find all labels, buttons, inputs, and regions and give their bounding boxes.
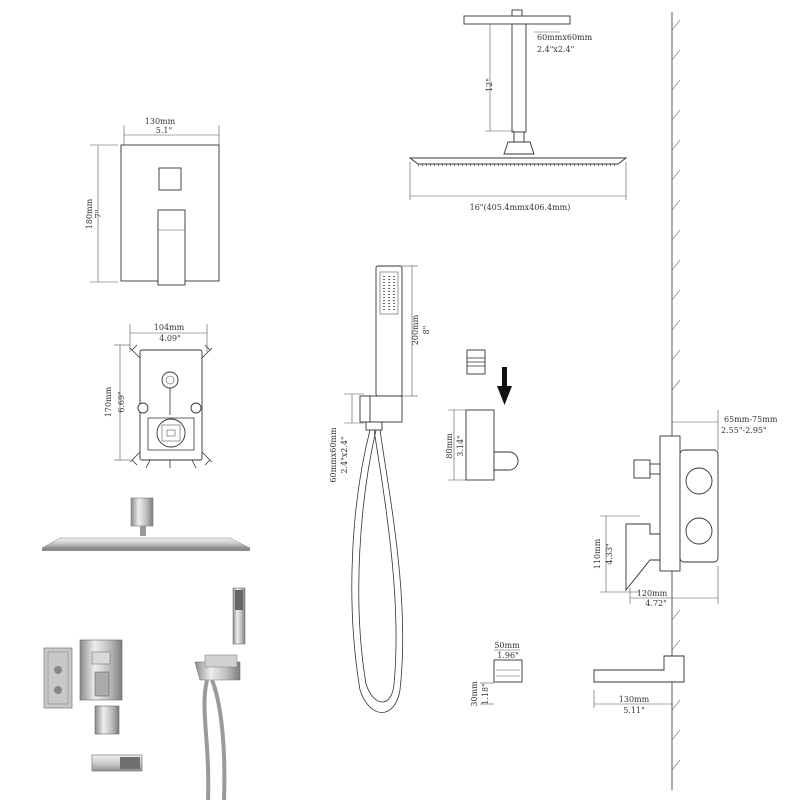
lever-handle	[157, 209, 186, 286]
diverter-knob-side	[633, 459, 651, 479]
trim-width-mm: 130mm	[145, 117, 176, 126]
elbow-mm: 60mmx60mm	[329, 427, 338, 483]
spout-len-mm: 130mm	[619, 695, 650, 704]
small-spout-drawing: 50mm 1.96" 30mm 1.18"	[470, 641, 523, 707]
trim-plate-drawing: 130mm 5.1" 180mm 7"	[85, 117, 220, 286]
down-arrow-icon	[497, 386, 512, 405]
spout-small-w-mm: 50mm	[494, 641, 520, 650]
trim-width-in: 5.1"	[156, 126, 172, 135]
handheld-shower-drawing: 200mm 8" 60mmx60mm 2.4"x2.4"	[329, 265, 431, 713]
arrow-shaft	[502, 367, 507, 387]
lever-height-in: 4.33"	[605, 543, 614, 565]
valve-height-mm: 170mm	[104, 386, 113, 417]
valve-width-in: 4.09"	[159, 334, 181, 343]
diverter-button	[158, 167, 182, 191]
trim-height-in: 7"	[94, 210, 103, 219]
lever-handle-side	[625, 523, 661, 592]
wall-holder	[465, 409, 495, 481]
wall-depth-in: 2.55"-2.95"	[721, 426, 767, 435]
rain-shower-head-photo	[41, 497, 251, 551]
valve-cartridge	[156, 418, 186, 448]
trim-height-mm: 180mm	[85, 198, 94, 229]
lever-depth-in: 4.72"	[645, 599, 667, 608]
spout-small-body	[493, 659, 523, 683]
handheld-length-mm: 200mm	[411, 314, 420, 345]
valve-trim-photo	[43, 639, 143, 772]
ceiling-flange	[463, 15, 571, 25]
hose-outer	[351, 429, 404, 713]
handheld-length-in: 8"	[422, 326, 431, 335]
shower-arm	[511, 23, 527, 133]
spout-small-h-mm: 30mm	[470, 681, 479, 707]
lever-depth-mm: 120mm	[637, 589, 668, 598]
tub-spout-side	[593, 655, 685, 683]
hose-inner	[358, 429, 397, 703]
valve-port-lower	[685, 517, 713, 545]
handheld-shower-photo	[194, 587, 246, 800]
arm-length-in: 12"	[485, 78, 494, 92]
elbow-in: 2.4"x2.4"	[340, 436, 349, 473]
shower-head-profile	[408, 157, 628, 165]
arm-flange-mm: 60mmx60mm	[537, 33, 593, 42]
shower-arm-and-head-drawing: 12" 60mmx60mm 2.4"x2.4" 16"(405.4mmx406.…	[408, 9, 628, 212]
valve-height-in: 6.69"	[117, 391, 126, 413]
holder-height-mm: 80mm	[445, 433, 454, 459]
spout-len-in: 5.11"	[623, 706, 645, 715]
valve-width-mm: 104mm	[154, 323, 185, 332]
rough-in-valve-drawing: 104mm 4.09" 170mm 6.69"	[104, 323, 213, 469]
holder-height-in: 3.14"	[456, 435, 465, 457]
arm-flange-in: 2.4"x2.4"	[537, 45, 574, 54]
lever-height-mm: 110mm	[593, 538, 602, 569]
spout-small-w-in: 1.96"	[497, 651, 519, 660]
valve-port-upper	[685, 467, 713, 495]
holder-drawing: 80mm 3.14"	[445, 349, 519, 481]
spout-small-h-in: 1.18"	[481, 683, 490, 705]
wall-side-view: 65mm-75mm 2.55"-2.95" 110mm 4.33" 120mm …	[593, 12, 778, 790]
valve-port-top	[161, 371, 179, 389]
trim-plate-side	[659, 435, 681, 572]
head-size: 16"(405.4mmx406.4mm)	[470, 203, 571, 212]
valve-body-side	[679, 449, 719, 563]
wall-depth-mm: 65mm-75mm	[724, 415, 778, 424]
